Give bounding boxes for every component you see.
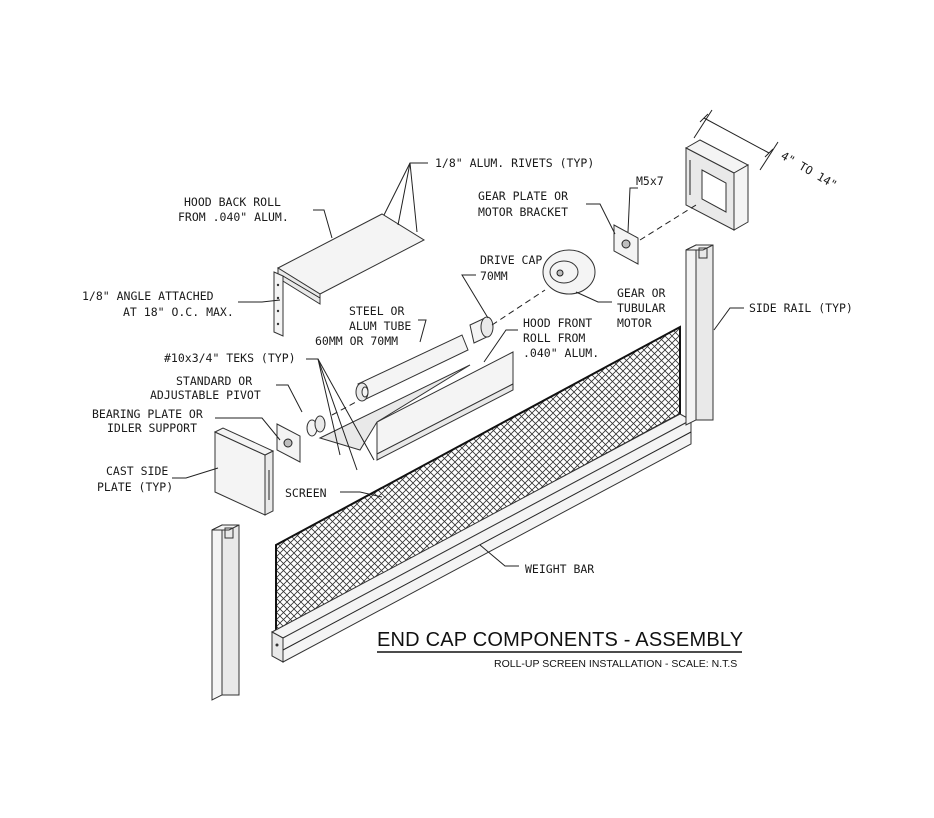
left-side-rail — [211, 524, 240, 701]
right-side-rail — [685, 244, 714, 426]
label-gear-motor-2: TUBULAR — [617, 301, 666, 315]
axis-line-left — [331, 401, 357, 416]
hood-back-roll — [273, 213, 426, 337]
label-cast-2: PLATE (TYP) — [97, 480, 173, 494]
bearing-plate — [276, 423, 301, 463]
label-tube-3: 60MM OR 70MM — [315, 334, 398, 348]
drawing-title: END CAP COMPONENTS - ASSEMBLY — [377, 629, 743, 651]
leader-lines — [172, 162, 744, 567]
label-cast-1: CAST SIDE — [106, 464, 168, 478]
gear-motor — [542, 249, 596, 295]
label-bearing-2: IDLER SUPPORT — [107, 421, 197, 435]
label-pivot-1: STANDARD OR — [176, 374, 252, 388]
label-weight-bar: WEIGHT BAR — [525, 562, 594, 576]
label-screen: SCREEN — [285, 486, 327, 500]
label-drive-2: 70MM — [480, 269, 508, 283]
label-angle-2: AT 18" O.C. MAX. — [123, 305, 234, 319]
label-drive-1: DRIVE CAP — [480, 253, 542, 267]
label-tube-2: ALUM TUBE — [349, 319, 411, 333]
label-teks: #10x3/4" TEKS (TYP) — [164, 351, 296, 365]
label-gear-plate-1: GEAR PLATE OR — [478, 189, 568, 203]
label-pivot-2: ADJUSTABLE PIVOT — [150, 388, 261, 402]
drawing-subtitle: ROLL-UP SCREEN INSTALLATION - SCALE: N.T… — [494, 658, 737, 670]
label-hood-back-2: FROM .040" ALUM. — [178, 210, 289, 224]
dimension-marker — [693, 109, 779, 171]
weight-bar — [270, 413, 693, 663]
label-gear-motor-1: GEAR OR — [617, 286, 666, 300]
label-bearing-1: BEARING PLATE OR — [92, 407, 203, 421]
end-bracket — [684, 139, 750, 231]
axis-line-mid — [491, 289, 546, 326]
label-hood-front-2: ROLL FROM — [523, 331, 585, 345]
label-tube-1: STEEL OR — [349, 304, 404, 318]
cast-side-plate — [213, 427, 275, 516]
hood-front-roll — [318, 351, 514, 461]
label-angle-1: 1/8" ANGLE ATTACHED — [82, 289, 214, 303]
label-hood-front-1: HOOD FRONT — [523, 316, 592, 330]
label-hood-back-1: HOOD BACK ROLL — [184, 195, 281, 209]
pivot — [306, 415, 326, 437]
roller-tube — [355, 334, 469, 402]
label-rivets: 1/8" ALUM. RIVETS (TYP) — [435, 156, 594, 170]
gear-plate — [613, 224, 639, 265]
label-dimension: 4" TO 14" — [779, 148, 840, 191]
label-side-rail: SIDE RAIL (TYP) — [749, 301, 853, 315]
axis-line-right — [639, 204, 697, 241]
drive-cap — [469, 316, 494, 344]
label-gear-motor-3: MOTOR — [617, 316, 652, 330]
label-gear-plate-2: MOTOR BRACKET — [478, 205, 568, 219]
label-hood-front-3: .040" ALUM. — [523, 346, 599, 360]
label-m5: M5x7 — [636, 174, 664, 188]
